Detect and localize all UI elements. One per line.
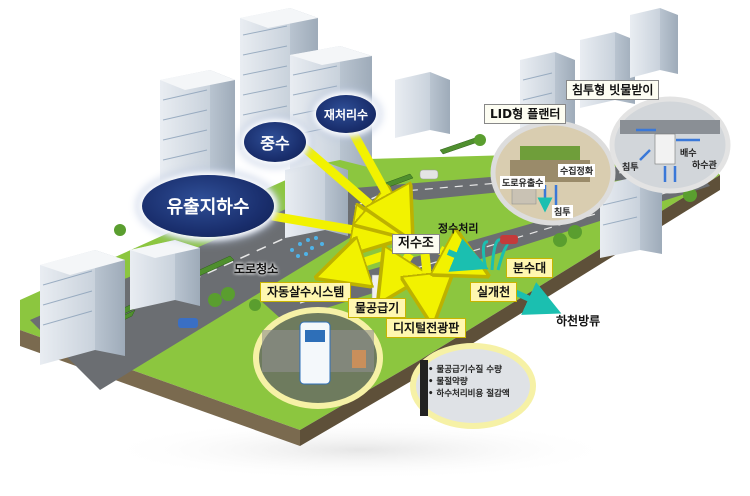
lid-road-runoff-label: 도로유출수 — [500, 176, 546, 189]
building-windows — [42, 25, 638, 326]
catch-sewer-label: 하수관 — [692, 161, 717, 171]
infiltration-catch-inset — [609, 96, 731, 194]
river-discharge-label: 하천방류 — [556, 314, 601, 328]
water-supply-inset — [253, 307, 383, 409]
graywater-label: 중수 — [260, 134, 290, 153]
water-kiosk-icon — [371, 274, 383, 300]
stream-label: 실개천 — [470, 282, 518, 302]
board-bullet-list: • 물공급기수질 수량 • 물절약량 • 하수처리비용 절감액 — [428, 364, 546, 400]
board-bullet-item: • 물절약량 — [428, 377, 468, 387]
yellow-arrows — [271, 117, 466, 300]
digital-board-inset — [410, 343, 536, 429]
treated-water-label: 재처리수 — [323, 107, 369, 122]
infiltration-catch-label: 침투형 빗물받이 — [566, 80, 660, 100]
auto-sprinkler-label: 자동살수시스템 — [260, 282, 352, 302]
treated-water-oval: 재처리수 — [316, 95, 376, 133]
board-bullet-item: • 하수처리비용 절감액 — [428, 389, 510, 399]
board-bullet-item: • 물공급기수질 수량 — [428, 365, 502, 375]
ground-shadow — [100, 420, 620, 480]
graywater-oval: 중수 — [244, 122, 306, 162]
road-cleaning-label: 도로청소 — [234, 262, 279, 276]
fountain-label: 분수대 — [506, 258, 554, 278]
catch-drainage-label: 배수 — [680, 149, 697, 159]
arrow-treated — [342, 117, 400, 218]
arrow-to-supply — [392, 254, 410, 282]
cars — [178, 169, 518, 328]
lid-collect-purify-label: 수집정화 — [558, 164, 596, 177]
lid-infiltration-label: 침투 — [552, 205, 573, 218]
buildings-left — [40, 8, 372, 365]
reservoir-label: 저수조 — [392, 234, 440, 254]
water-supply-label: 물공급기 — [348, 298, 407, 318]
digital-board-label: 디지털전광판 — [386, 318, 467, 338]
groundwater-oval: 유출지하수 — [142, 175, 274, 237]
purification-label: 정수처리 — [438, 222, 479, 235]
lid-planter-label: LID형 플랜터 — [484, 104, 567, 124]
catch-infiltration-label: 침투 — [622, 163, 639, 173]
groundwater-label: 유출지하수 — [166, 197, 250, 218]
arrow-to-board — [425, 253, 430, 300]
